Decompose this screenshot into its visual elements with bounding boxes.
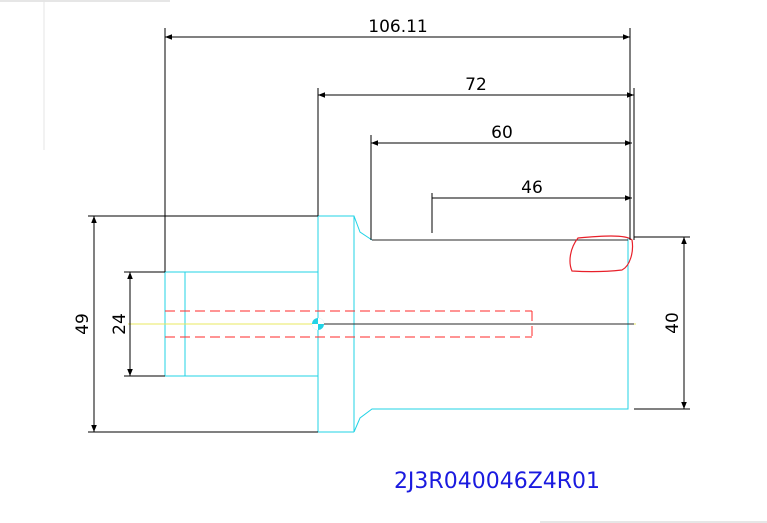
dimension-lines: [88, 28, 690, 433]
dim-length-60: 60: [491, 123, 513, 143]
dim-height-24: 24: [110, 313, 130, 335]
hidden-bore: [165, 310, 533, 338]
dim-overall-length: 106.11: [368, 17, 427, 37]
markup-cloud: [569, 235, 634, 273]
dim-length-72: 72: [465, 75, 487, 95]
body-bottom-edge: [353, 400, 629, 433]
flange-top-fillet: [318, 215, 373, 241]
dim-length-46: 46: [521, 178, 543, 198]
dim-diameter-40: 40: [663, 312, 683, 334]
origin-marker: [312, 318, 324, 330]
dim-height-49: 49: [73, 313, 93, 335]
part-number: 2J3R040046Z4R01: [394, 469, 600, 494]
